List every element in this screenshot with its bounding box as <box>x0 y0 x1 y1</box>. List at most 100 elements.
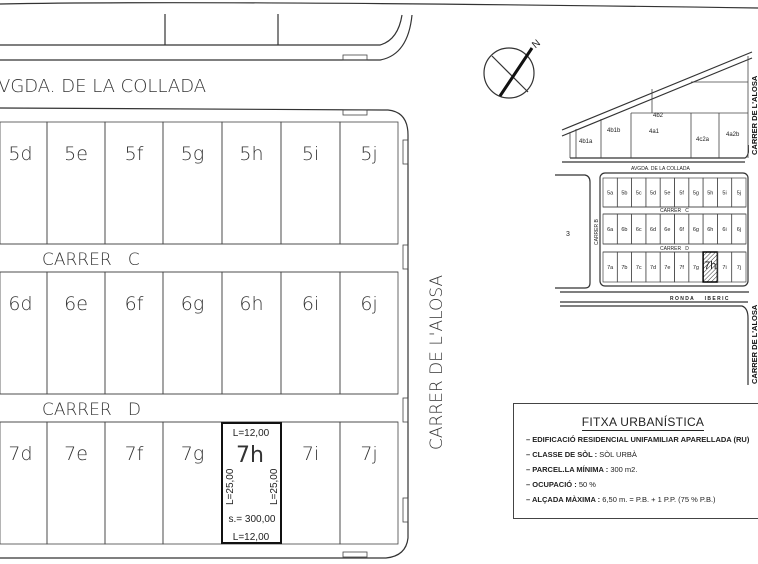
parcel-label: 5h <box>239 143 263 165</box>
svg-text:7i: 7i <box>722 265 726 271</box>
svg-text:4c2a: 4c2a <box>696 137 710 143</box>
parcel-label: 7e <box>64 443 88 465</box>
inset-parcel-5d: 5d <box>645 177 661 208</box>
parcel-6d: 6d <box>0 271 48 395</box>
svg-text:6j: 6j <box>737 227 741 233</box>
parcel-label: 5f <box>125 143 144 165</box>
inset-parcel-7a: 7a <box>602 251 618 283</box>
inset-parcel-6g: 6g <box>688 213 704 245</box>
parcel-6e: 6e <box>46 271 106 395</box>
north-compass-icon: N <box>483 38 543 99</box>
svg-text:4a1: 4a1 <box>649 129 660 135</box>
parcel-label: 7g <box>181 443 205 465</box>
svg-text:7c: 7c <box>636 265 642 271</box>
parcel-label: 7f <box>125 443 144 465</box>
svg-text:6d: 6d <box>650 227 656 233</box>
svg-text:4a2b: 4a2b <box>726 132 740 138</box>
fitxa-item: – CLASSE DE SÒL : SÒL URBÀ <box>526 450 637 459</box>
parcel-6g: 6g <box>162 271 223 395</box>
fitxa-item-label: PARCEL.LA MÍNIMA : <box>532 465 609 474</box>
parcel-5h: 5h <box>221 121 282 245</box>
inset-parcel-7d: 7d <box>645 251 661 283</box>
svg-text:5f: 5f <box>679 191 684 197</box>
fitxa-item: – EDIFICACIÓ RESIDENCIAL UNIFAMILIAR APA… <box>526 435 750 444</box>
svg-text:5i: 5i <box>722 191 726 197</box>
fitxa-item-value: 300 m2. <box>610 465 638 474</box>
parcel-label: 6f <box>125 293 144 315</box>
svg-text:6f: 6f <box>679 227 684 233</box>
svg-text:3: 3 <box>566 231 570 238</box>
svg-text:6b: 6b <box>621 227 627 233</box>
parcel-label: 6g <box>181 293 205 315</box>
parcel-label: 5j <box>360 143 377 165</box>
inset-parcel-7g: 7g <box>688 251 704 283</box>
inset-parcel-6i: 6i <box>717 213 733 245</box>
svg-text:7b: 7b <box>621 265 627 271</box>
svg-text:7g: 7g <box>693 265 699 271</box>
parcel-top-length: L=12,00 <box>233 428 270 439</box>
fitxa-item: – OCUPACIÓ : 50 % <box>526 480 596 489</box>
parcel-5g: 5g <box>162 121 223 245</box>
svg-text:7d: 7d <box>650 265 656 271</box>
fitxa-item: – PARCEL.LA MÍNIMA : 300 m2. <box>526 465 638 474</box>
fitxa-item-label: OCUPACIÓ : <box>532 480 577 489</box>
svg-text:6e: 6e <box>664 227 670 233</box>
inset-parcel-7h: 7h <box>702 251 719 283</box>
fitxa-item-label: EDIFICACIÓ RESIDENCIAL UNIFAMILIAR APARE… <box>532 435 750 444</box>
inset-street-label-alosa-top: CARRER DE L'ALOSA <box>750 75 758 155</box>
svg-text:5j: 5j <box>737 191 741 197</box>
inset-parcel-7c: 7c <box>631 251 647 283</box>
inset-parcel-5i: 5i <box>717 177 733 208</box>
parcel-5d: 5d <box>0 121 48 245</box>
svg-text:5a: 5a <box>607 191 614 197</box>
top-block <box>0 2 758 61</box>
inset-parcel-6e: 6e <box>659 213 675 245</box>
street-label-avgda: VGDA. DE LA COLLADA <box>0 76 206 97</box>
parcel-6f: 6f <box>104 271 164 395</box>
parcel-label: 5i <box>302 143 319 165</box>
svg-text:7e: 7e <box>664 265 670 271</box>
inset-parcel-5a: 5a <box>602 177 618 208</box>
inset-parcel-5e: 5e <box>659 177 675 208</box>
svg-text:5h: 5h <box>707 191 713 197</box>
urban-planning-sheet: FITXA URBANÍSTICA – EDIFICACIÓ RESIDENCI… <box>513 403 758 519</box>
parcel-label: 7i <box>302 443 319 465</box>
parcel-label: 6i <box>302 293 319 315</box>
svg-text:6h: 6h <box>707 227 713 233</box>
parcel-surface: s.= 300,00 <box>229 514 276 525</box>
main-block <box>0 107 409 559</box>
svg-text:7a: 7a <box>607 265 614 271</box>
inset-parcel-6f: 6f <box>674 213 690 245</box>
parcel-label: 6d <box>8 293 32 315</box>
fitxa-item-value: 50 % <box>578 480 596 489</box>
svg-text:7h: 7h <box>704 260 716 272</box>
inset-parcel-5j: 5j <box>731 177 747 208</box>
svg-text:7j: 7j <box>737 265 741 271</box>
fitxa-item-value: 6,50 m. = P.B. + 1 P.P. (75 % P.B.) <box>602 495 716 504</box>
svg-text:6c: 6c <box>636 227 642 233</box>
parcel-7h-highlight: L=12,00 7h L=25,00 L=25,00 s.= 300,00 L=… <box>221 422 282 544</box>
svg-text:5d: 5d <box>650 191 656 197</box>
svg-text:6g: 6g <box>693 227 699 233</box>
inset-parcel-5h: 5h <box>702 177 718 208</box>
svg-text:6a: 6a <box>607 227 614 233</box>
svg-text:AVGDA. DE LA COLLADA: AVGDA. DE LA COLLADA <box>631 166 690 172</box>
street-label-alosa: CARRER DE L'ALOSA <box>427 275 447 450</box>
parcel-label: 6e <box>64 293 88 315</box>
inset-parcel-5b: 5b <box>616 177 632 208</box>
svg-text:5b: 5b <box>621 191 627 197</box>
svg-text:6i: 6i <box>722 227 726 233</box>
parcel-7j: 7j <box>339 421 399 545</box>
inset-parcel-6j: 6j <box>731 213 747 245</box>
parcel-label: 5g <box>181 143 205 165</box>
inset-parcel-7e: 7e <box>659 251 675 283</box>
svg-text:4b2: 4b2 <box>653 113 664 119</box>
svg-text:CARRER B: CARRER B <box>594 218 600 245</box>
inset-street-label-alosa-bottom: CARRER DE L'ALOSA <box>750 304 758 384</box>
parcel-label-7h: 7h <box>236 443 264 468</box>
fitxa-item-label: CLASSE DE SÒL : <box>532 450 598 459</box>
svg-text:CARRER C: CARRER C <box>660 208 689 214</box>
inset-parcel-7f: 7f <box>674 251 690 283</box>
parcel-7e: 7e <box>46 421 106 545</box>
parcel-label: 5d <box>8 143 32 165</box>
